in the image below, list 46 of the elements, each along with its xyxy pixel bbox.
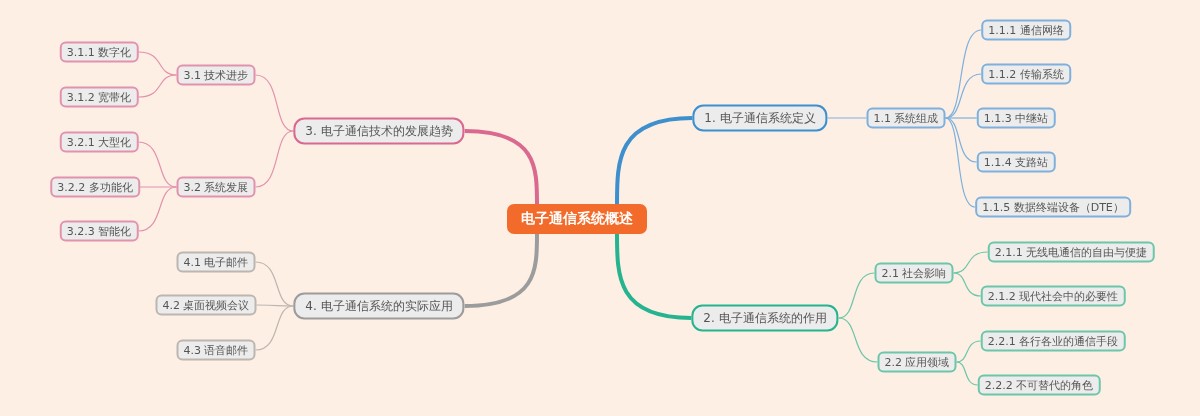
subtopic-box: 1.1.1 通信网络: [981, 19, 1071, 41]
central-topic: 电子通信系统概述: [507, 204, 647, 234]
branch-line: [255, 304, 294, 307]
subtopic-box: 2.1 社会影响: [874, 262, 954, 284]
branch-line: [464, 234, 539, 308]
subtopic-box: 3.2.3 智能化: [59, 220, 139, 242]
subtopic-box: 3.2.1 大型化: [59, 131, 139, 153]
subtopic-box: 1.1.5 数据终端设备（DTE）: [975, 196, 1131, 218]
subtopic-box: 2.2.1 各行各业的通信手段: [980, 330, 1126, 352]
branch-line: [615, 234, 692, 320]
branch-topic: 3. 电子通信技术的发展趋势: [293, 117, 465, 145]
subtopic-box: 2.2 应用领域: [877, 351, 957, 373]
branch-line: [952, 251, 989, 274]
subtopic-box: 3.2.2 多功能化: [50, 176, 140, 198]
subtopic-box: 1.1.2 传输系统: [981, 63, 1071, 85]
subtopic-box: 1.1.4 支路站: [976, 151, 1056, 173]
branch-line: [944, 117, 976, 208]
branch-line: [615, 116, 693, 204]
subtopic-box: 4.1 电子邮件: [176, 251, 256, 273]
branch-line: [955, 361, 979, 386]
branch-line: [955, 340, 982, 363]
branch-line: [838, 272, 876, 319]
branch-line: [827, 117, 868, 119]
branch-topic: 1. 电子通信系统定义: [692, 104, 828, 132]
subtopic-box: 1.1 系统组成: [866, 107, 946, 129]
subtopic-box: 4.2 桌面视频会议: [155, 294, 257, 316]
subtopic-box: 2.1.1 无线电通信的自由与便捷: [987, 241, 1155, 263]
subtopic-box: 3.1.2 宽带化: [59, 86, 139, 108]
branch-line: [139, 186, 178, 188]
branch-line: [254, 74, 294, 132]
subtopic-box: 4.3 语音邮件: [176, 339, 256, 361]
subtopic-box: 2.2.2 不可替代的角色: [977, 374, 1101, 396]
branch-line: [254, 130, 294, 188]
branch-line: [254, 305, 294, 351]
branch-line: [838, 317, 879, 363]
subtopic-box: 3.1 技术进步: [176, 64, 256, 86]
branch-topic: 4. 电子通信系统的实际应用: [293, 292, 465, 320]
branch-line: [137, 74, 178, 98]
subtopic-box: 1.1.3 中继站: [976, 107, 1056, 129]
branch-line: [464, 129, 539, 204]
subtopic-box: 2.1.2 现代社会中的必要性: [980, 285, 1126, 307]
branch-topic: 2. 电子通信系统的作用: [691, 304, 839, 332]
subtopic-box: 3.2 系统发展: [176, 176, 256, 198]
branch-line: [137, 186, 178, 232]
branch-line: [952, 272, 982, 297]
subtopic-box: 3.1.1 数字化: [59, 41, 139, 63]
